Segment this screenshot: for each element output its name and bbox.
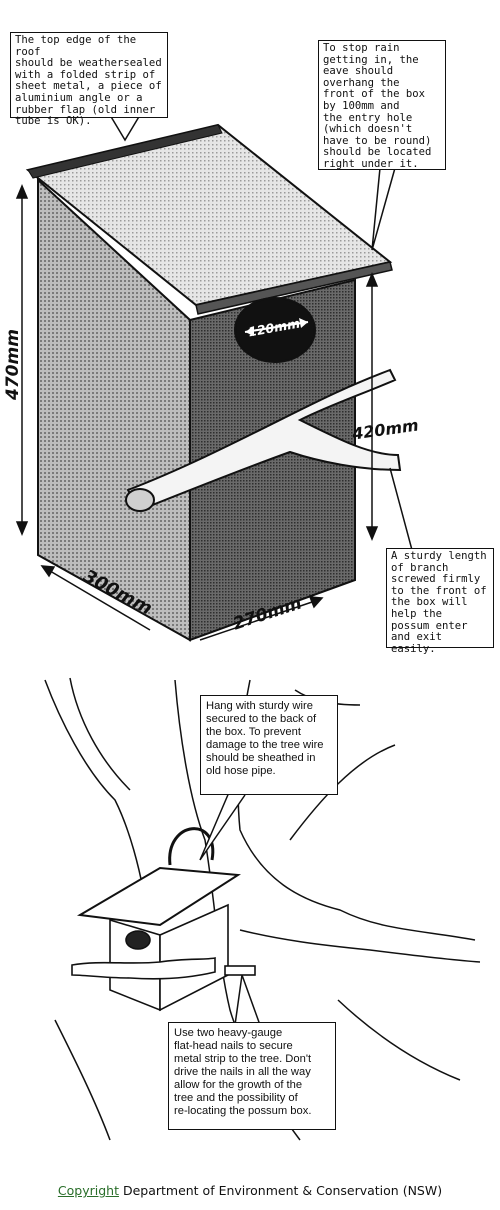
- roof-callout-pointer: [109, 114, 141, 142]
- rain-overhang-callout: To stop rain getting in, the eave should…: [318, 40, 446, 170]
- hanging-wire: [168, 827, 215, 866]
- footer-text: Department of Environment & Conservation…: [118, 1183, 443, 1198]
- roof-seal-strip: [27, 124, 223, 179]
- small-box-side: [159, 903, 229, 1012]
- roof-seal-callout: The top edge of the roof should be weath…: [10, 32, 168, 127]
- tree-trunk-left: [44, 679, 146, 901]
- footer: Copyright Department of Environment & Co…: [0, 1183, 500, 1198]
- small-branch: [71, 957, 216, 980]
- roof-edge: [195, 261, 393, 315]
- rain-callout-pointer: [371, 167, 396, 251]
- branch-callout: A sturdy length of branch screwed firmly…: [386, 548, 494, 655]
- branch-callout-pointer: [389, 467, 413, 561]
- wire-callout-pointer: [199, 789, 246, 861]
- box-front-panel: [189, 278, 356, 642]
- wire-hanging-callout: Hang with sturdy wire secured to the bac…: [200, 695, 338, 795]
- box-drawing: [25, 114, 413, 642]
- copyright-link[interactable]: Copyright: [57, 1183, 119, 1198]
- nails-callout: Use two heavy-gauge flat-head nails to s…: [168, 1022, 336, 1130]
- metal-strip: [224, 965, 256, 976]
- hole-dimension-arrow: [244, 321, 309, 333]
- small-entry-hole: [125, 930, 151, 950]
- entry-hole: [234, 297, 316, 363]
- small-box-roof: [76, 866, 241, 927]
- entry-branch: [126, 368, 402, 512]
- dimension-lines: [15, 184, 379, 641]
- height-dimension-label: 470mm: [3, 329, 23, 400]
- nails-callout-pointer: [234, 974, 261, 1026]
- hanging-box: [71, 827, 256, 1012]
